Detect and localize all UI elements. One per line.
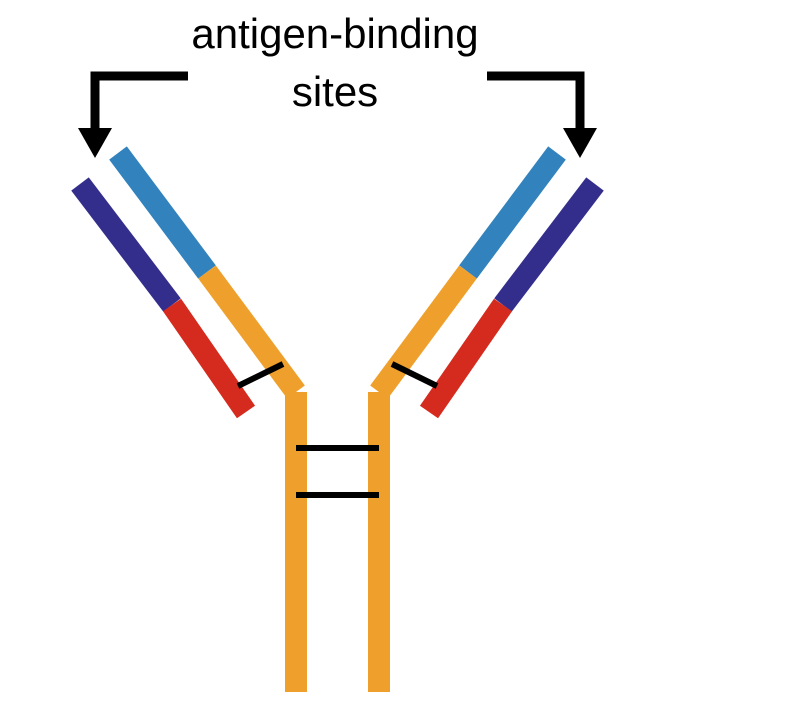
left-heavy-chain-variable-segment (109, 146, 216, 279)
left-antigen-binding-site-pointer (78, 71, 188, 158)
right-heavy-chain-variable-segment (459, 146, 566, 279)
right-light-chain-constant-segment (419, 298, 513, 419)
heavy-chain-stems (285, 392, 390, 692)
right-light-chain-variable-segment (494, 177, 604, 312)
annotation-label-line-2: sites (292, 68, 378, 115)
right-heavy-chain (370, 146, 566, 399)
right-antigen-binding-site-pointer-arrowhead (563, 128, 597, 158)
left-heavy-chain-ch1-segment (198, 265, 305, 399)
annotation-label: antigen-binding sites (191, 10, 478, 115)
left-light-chain (71, 177, 256, 419)
left-heavy-chain (109, 146, 305, 399)
right-interchain-disulfide-bond (390, 361, 439, 389)
left-light-chain-constant-segment (162, 298, 256, 419)
annotation-label-line-1: antigen-binding (191, 10, 478, 57)
right-antigen-binding-site-pointer-shaft (487, 71, 585, 128)
chain-segments (71, 146, 604, 419)
right-heavy-chain-ch1-segment (370, 265, 477, 399)
right-light-chain (419, 177, 604, 419)
left-antigen-binding-site-pointer-arrowhead (78, 128, 112, 158)
left-light-chain-variable-segment (71, 177, 181, 312)
left-interchain-disulfide-bond (236, 361, 285, 389)
annotation-pointers (78, 71, 597, 158)
left-antigen-binding-site-pointer-shaft (90, 71, 188, 128)
right-antigen-binding-site-pointer (487, 71, 597, 158)
disulfide-bonds (236, 361, 439, 498)
